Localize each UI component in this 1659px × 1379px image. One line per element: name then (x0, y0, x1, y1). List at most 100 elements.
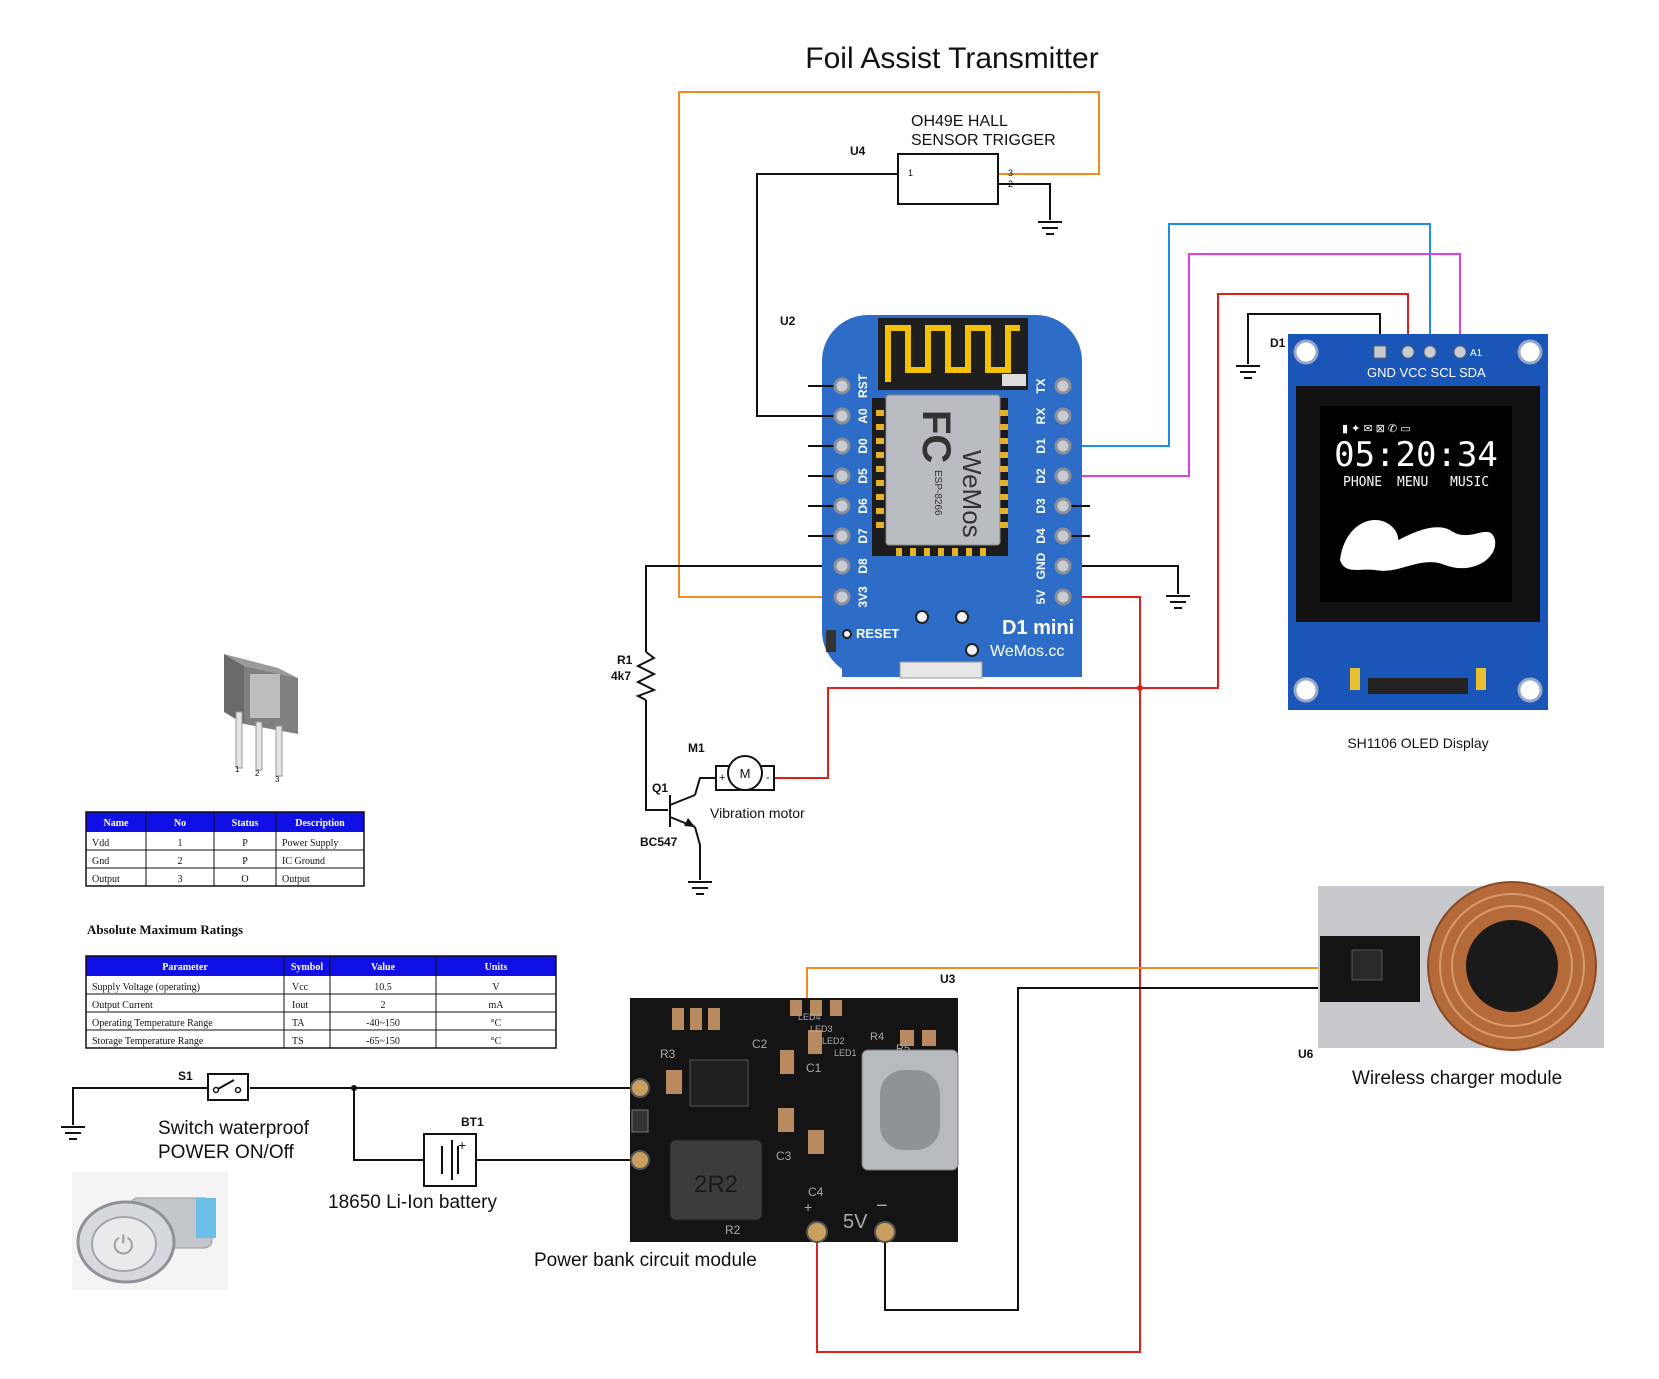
u3-silk-5v: 5V (843, 1211, 868, 1233)
wire-q1-motor (694, 777, 716, 796)
ratings-cell: Operating Temperature Range (92, 1018, 213, 1029)
oled-status-icons: ▮ ✦ ✉ ⊠ ✆ ▭ (1342, 423, 1411, 435)
d1mini-left-pins: RST A0 D0 D5 D6 D7 D8 3V3 (808, 373, 870, 608)
u3-silk-led: LED4 (798, 1012, 821, 1022)
pin-table-cell: Power Supply (282, 838, 338, 849)
pin-table-cell: Output (92, 874, 120, 885)
battery-body (423, 1133, 477, 1187)
ratings-header: Units (485, 962, 508, 973)
pin-table-cell: Output (282, 874, 310, 885)
svg-text:RST: RST (856, 373, 870, 398)
u4-name-line2: SENSOR TRIGGER (911, 132, 1056, 149)
esp-pads (876, 410, 1008, 556)
bt1-ref: BT1 (461, 1115, 484, 1129)
sensor-lead (275, 725, 283, 777)
u3-silk-c4: C4 (808, 1185, 824, 1199)
right-pin: D4 (1034, 527, 1090, 545)
oled-menu-menu: MENU (1397, 475, 1428, 490)
oled-pin-labels: GND VCC SCL SDA (1367, 365, 1486, 380)
wire-5v (816, 596, 1141, 1353)
wire-oled-gnd (1247, 313, 1381, 364)
ratings-cell: -40~150 (366, 1018, 400, 1029)
oled-ornament (1340, 520, 1496, 571)
oled-menu-phone: PHONE (1343, 475, 1382, 490)
esp-brand: WeMos (957, 450, 987, 538)
u4-ref: U4 (850, 144, 866, 158)
u6-chip (1351, 949, 1383, 981)
pin-table-header: Description (295, 818, 345, 829)
pin-table-header: Status (232, 818, 259, 829)
power-icon: ⏻ (113, 1230, 134, 1260)
u3-inductor (669, 1139, 763, 1221)
ground-symbol (61, 1126, 85, 1140)
u3-pad-5v-plus (806, 1221, 828, 1243)
sensor-lead-label: 1 (235, 765, 240, 774)
u3-silk-led: LED2 (822, 1036, 845, 1046)
oled-pin-sda (1453, 345, 1467, 359)
oled-caption: SH1106 OLED Display (1347, 735, 1488, 751)
wire-oled-vcc (775, 293, 1409, 779)
oled-pin-scl (1423, 345, 1437, 359)
wireless-charger-u6: U6 Wireless charger module (1298, 881, 1604, 1089)
u4-pin2-label: 2 (1008, 179, 1013, 189)
ratings-cell: °C (491, 1018, 502, 1029)
oled-ribbon-tab (1350, 668, 1360, 690)
ratings-cell: -65~150 (366, 1036, 400, 1047)
u3-silk-c3: C3 (776, 1149, 792, 1163)
battery-caption: 18650 Li-Ion battery (328, 1192, 498, 1213)
left-pin: D7 (808, 527, 870, 545)
switch-photo: ⏻ (72, 1172, 228, 1290)
svg-text:D8: D8 (856, 558, 870, 574)
u3-silk-r5: R5 (896, 1043, 910, 1055)
sensor-lead (235, 711, 243, 769)
svg-text:D6: D6 (856, 498, 870, 514)
oled-pin-gnd (1373, 345, 1387, 359)
pin-table-cell: 2 (178, 856, 183, 867)
u3-silk-r4: R4 (870, 1031, 884, 1043)
u6-coil-ring (1451, 905, 1573, 1027)
s1-ref: S1 (178, 1069, 193, 1083)
right-pin: 5V (1034, 588, 1072, 606)
wire-d2-sda (1063, 253, 1461, 477)
usb-connector (899, 661, 983, 679)
s1-caption-2: POWER ON/Off (158, 1142, 295, 1163)
ratings-cell: mA (489, 1000, 505, 1011)
esp-model: ESP-8266 (932, 470, 943, 516)
switch-s1: S1 Switch waterproof POWER ON/Off (158, 1069, 310, 1163)
switch-button (91, 1216, 157, 1272)
pin-table-cell: IC Ground (282, 856, 325, 867)
q1-ref: Q1 (652, 781, 668, 795)
sensor-lead-label: 3 (275, 775, 280, 784)
sensor-body (224, 654, 244, 724)
u3-silk-plus: + (804, 1199, 812, 1215)
u3-smd-parts (666, 1000, 936, 1154)
junction-dot (1137, 685, 1143, 691)
motor-symbol: M (740, 766, 751, 781)
wire-batt-top (353, 1088, 425, 1161)
u3-pad-5v-minus (874, 1221, 896, 1243)
pin-table: Name No Status Description Vdd 1 P Power… (85, 811, 365, 887)
svg-text:D2: D2 (1034, 468, 1048, 484)
oled-hole (1517, 677, 1543, 703)
resistor-zigzag (635, 651, 657, 701)
ratings-cell: Iout (292, 1000, 308, 1011)
oled-pin-a1: A1 (1470, 348, 1483, 359)
motor-m1: M1 M + - Vibration motor (688, 741, 805, 821)
sensor-face-window (250, 674, 280, 718)
q1-collector (669, 794, 696, 806)
u4-body (897, 153, 999, 205)
svg-text:5V: 5V (1034, 590, 1048, 605)
reset-button[interactable] (826, 630, 836, 652)
wire-r1-q1 (645, 700, 668, 811)
right-pin: RX (1034, 407, 1072, 425)
reset-label: RESET (856, 626, 899, 641)
pin-table-header-bg (86, 812, 364, 832)
ratings-table: Absolute Maximum Ratings Parameter Symbo… (85, 922, 557, 1049)
pin-table-header: No (174, 818, 186, 829)
left-pin: D0 (808, 437, 870, 455)
oled-time: 05:20:34 (1334, 435, 1498, 475)
ratings-cell: Output Current (92, 1000, 153, 1011)
svg-text:RX: RX (1034, 408, 1048, 425)
motor-plus: + (719, 772, 725, 784)
